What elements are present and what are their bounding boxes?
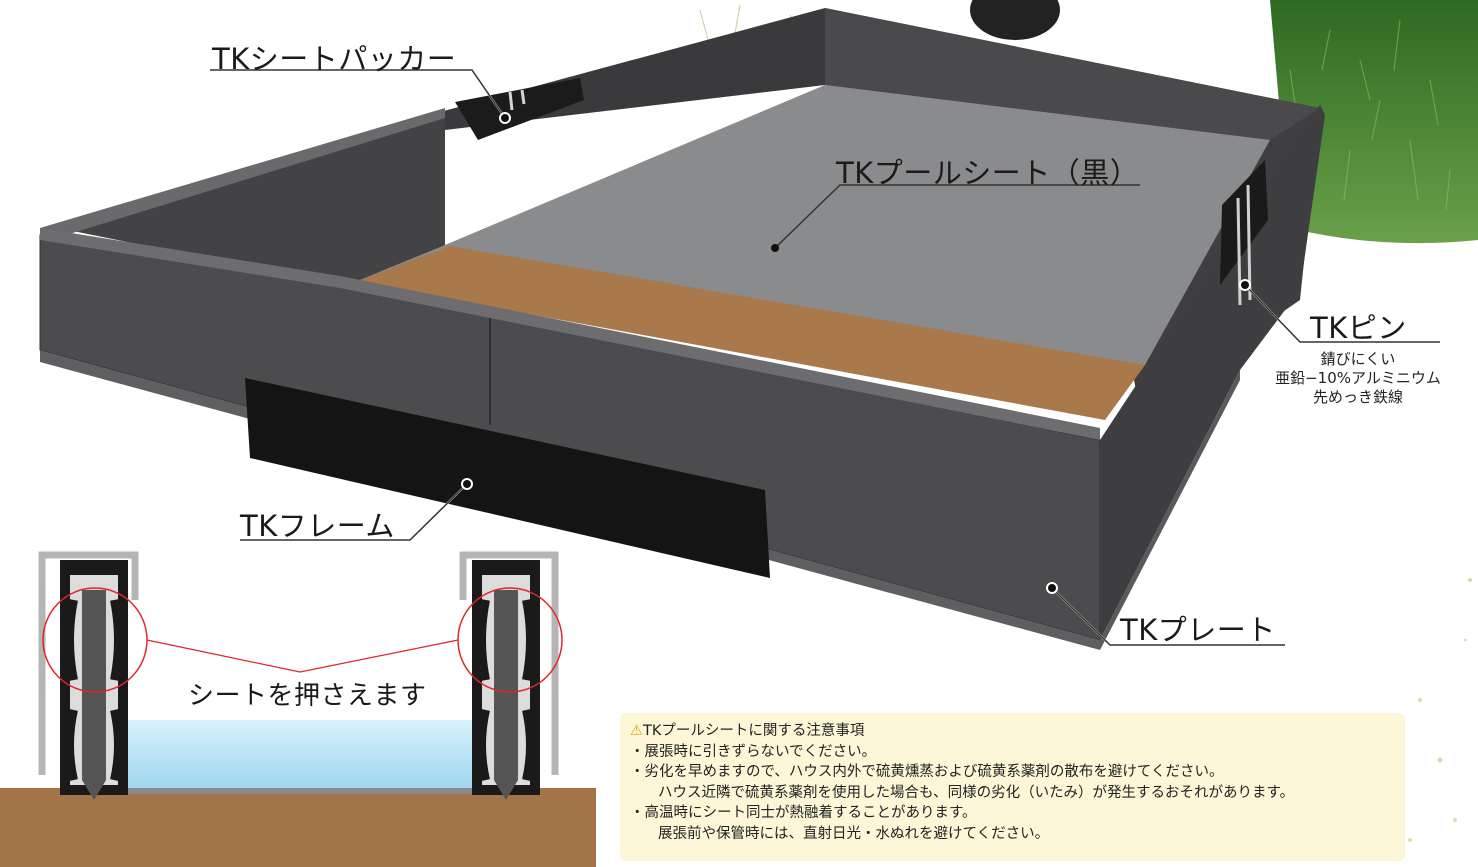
- top-rim: [40, 108, 445, 240]
- packer-pin: [508, 89, 526, 111]
- callout-leaders-dark: [210, 69, 1440, 646]
- notice-item: 展張前や保管時には、直射日光・水ぬれを避けてください。: [658, 825, 1050, 842]
- label-pool-sheet: TKプールシート（黒）: [836, 156, 1140, 190]
- pin-description: 錆びにくい 亜鉛−10%アルミニウム 先めっき鉄線: [1258, 350, 1458, 407]
- water: [125, 720, 475, 788]
- pin-desc-line: 先めっき鉄線: [1312, 388, 1403, 406]
- label-frame: TKフレーム: [240, 509, 395, 543]
- soil-strip: [355, 246, 1145, 420]
- notice-title-row: ⚠TKプールシートに関する注意事項: [630, 721, 1395, 742]
- right-frame-profile: [459, 551, 559, 800]
- left-frame-profile: [38, 551, 139, 800]
- notice-title: TKプールシートに関する注意事項: [643, 723, 865, 739]
- dark-pot: [970, 0, 1060, 40]
- grass-background: [670, 0, 1478, 244]
- pin-desc-line: 亜鉛−10%アルミニウム: [1275, 369, 1441, 387]
- notice-box: ⚠TKプールシートに関する注意事項 ・展張時に引きずらないでください。 ・劣化を…: [620, 713, 1405, 861]
- notice-item: ・展張時に引きずらないでください。: [630, 743, 877, 760]
- notice-item: ・劣化を早めますので、ハウス内外で硫黄燻蒸および硫黄系薬剤の散布を避けてください…: [630, 764, 1224, 780]
- pin-desc-line: 錆びにくい: [1320, 350, 1396, 368]
- warning-icon: ⚠: [630, 723, 643, 739]
- label-pin: TKピン: [1310, 311, 1407, 345]
- notice-item: ・高温時にシート同士が熱融着することがあります。: [630, 805, 977, 821]
- left-inner-wall: [58, 112, 445, 285]
- label-packer: TKシートパッカー: [212, 42, 457, 76]
- notice-item: ハウス近隣で硫黄系薬剤を使用した場合も、同様の劣化（いたみ）が発生するおそれがあ…: [658, 784, 1295, 801]
- callout-dots: [461, 112, 1251, 594]
- label-press: シートを押さえます: [188, 681, 427, 711]
- label-plate: TKプレート: [1120, 613, 1276, 647]
- right-wall: [1100, 105, 1325, 640]
- pin-clip: [1220, 160, 1268, 285]
- tk-frame: [245, 378, 770, 578]
- front-wall: [40, 235, 1100, 640]
- tk-packer: [455, 78, 584, 140]
- ground: [0, 788, 596, 867]
- speckles: [1408, 578, 1472, 842]
